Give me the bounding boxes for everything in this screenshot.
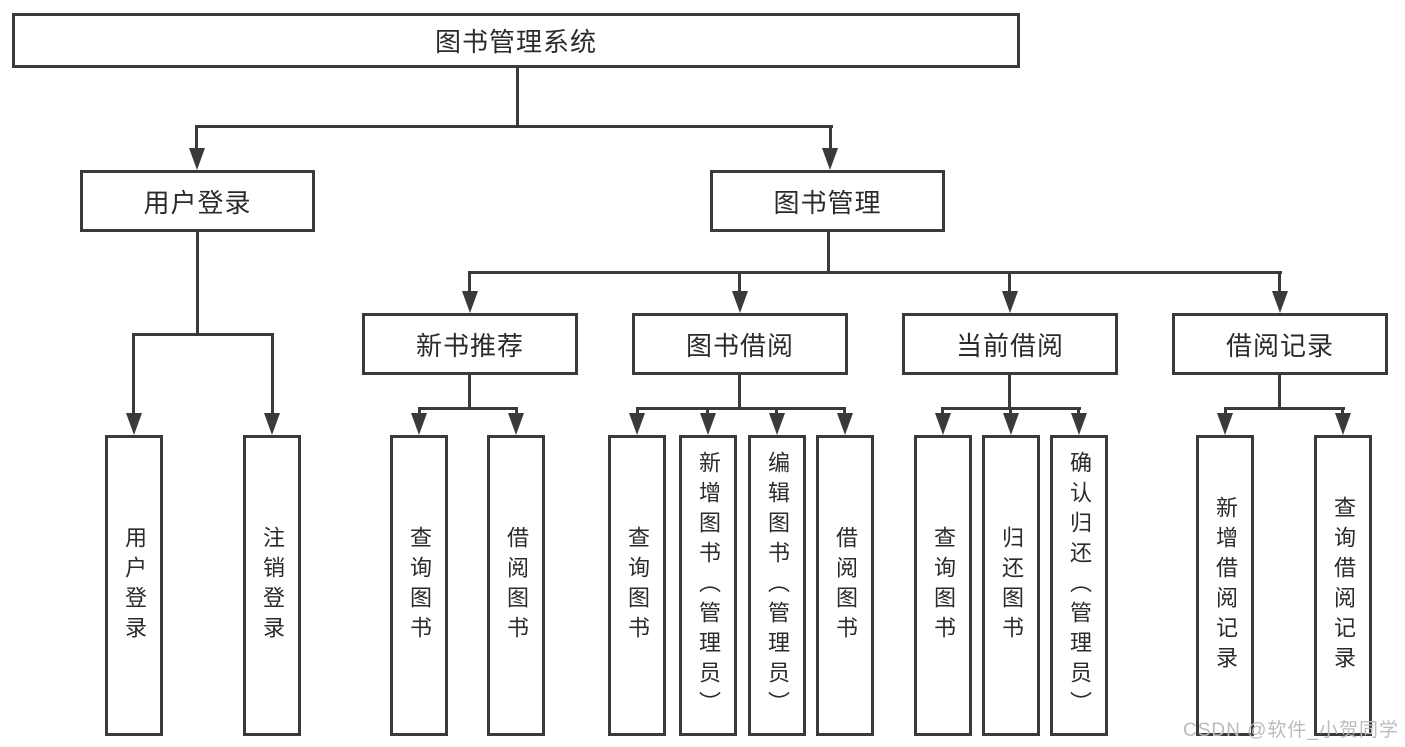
edge-root-bar [195, 125, 833, 128]
arrow-down-icon [732, 291, 748, 313]
leaf-user-login: 用户登录 [105, 435, 163, 736]
edge-drop [941, 407, 944, 417]
edge-book-management-bar [468, 271, 1282, 274]
edge-drop-book-borrow [738, 271, 741, 295]
leaf-borrow-books: 借阅图书 [816, 435, 874, 736]
arrow-down-icon [189, 148, 205, 170]
arrow-down-icon [1335, 413, 1351, 435]
edge-drop [1341, 407, 1344, 417]
arrow-down-icon [1071, 413, 1087, 435]
leaf-label: 查询图书 [625, 525, 650, 646]
leaf-add-borrow-record: 新增借阅记录 [1196, 435, 1254, 736]
leaf-query-borrow-record: 查询借阅记录 [1314, 435, 1372, 736]
arrow-down-icon [126, 413, 142, 435]
arrow-down-icon [264, 413, 280, 435]
arrow-down-icon [411, 413, 427, 435]
edge-book-management-stem [827, 232, 830, 274]
leaf-confirm-return-admin: 确认归还（管理员） [1050, 435, 1108, 736]
edge-current-borrow-stem [1008, 375, 1011, 410]
arrow-down-icon [462, 291, 478, 313]
edge-book-borrow-stem [738, 375, 741, 410]
leaf-label: 新增图书（管理员） [696, 450, 721, 721]
edge-drop [706, 407, 709, 417]
leaf-return-books: 归还图书 [982, 435, 1040, 736]
arrow-down-icon [700, 413, 716, 435]
arrow-down-icon [1003, 413, 1019, 435]
arrow-down-icon [837, 413, 853, 435]
edge-drop-leaf-logout [271, 333, 274, 415]
leaf-label: 编辑图书（管理员） [765, 450, 790, 721]
node-book-management: 图书管理 [710, 170, 945, 232]
leaf-add-books-admin: 新增图书（管理员） [679, 435, 737, 736]
edge-drop [515, 407, 518, 417]
leaf-label: 注销登录 [260, 525, 285, 646]
leaf-label: 确认归还（管理员） [1067, 450, 1092, 721]
edge-drop [636, 407, 639, 417]
arrow-down-icon [1272, 291, 1288, 313]
leaf-label: 查询图书 [407, 525, 432, 646]
edge-book-borrow-bar [636, 407, 846, 410]
edge-drop-new-book [468, 271, 471, 295]
leaf-logout: 注销登录 [243, 435, 301, 736]
leaf-label: 查询借阅记录 [1331, 495, 1356, 676]
arrow-down-icon [1002, 291, 1018, 313]
leaf-query-books-borrow: 查询图书 [608, 435, 666, 736]
edge-user-login-bar [132, 333, 274, 336]
edge-new-book-bar [418, 407, 518, 410]
edge-new-book-stem [468, 375, 471, 410]
edge-drop [843, 407, 846, 417]
arrow-down-icon [629, 413, 645, 435]
leaf-query-books-recommend: 查询图书 [390, 435, 448, 736]
node-book-borrow: 图书借阅 [632, 313, 848, 375]
leaf-label: 借阅图书 [504, 525, 529, 646]
node-root: 图书管理系统 [12, 13, 1020, 68]
edge-drop-user-login [195, 125, 198, 152]
edge-root-stem [516, 68, 519, 128]
edge-drop-current-borrow [1008, 271, 1011, 295]
edge-drop [775, 407, 778, 417]
leaf-borrow-books-recommend: 借阅图书 [487, 435, 545, 736]
leaf-query-books-current: 查询图书 [914, 435, 972, 736]
node-user-login: 用户登录 [80, 170, 315, 232]
arrow-down-icon [1217, 413, 1233, 435]
watermark: CSDN @软件_小贺同学 [1183, 720, 1399, 741]
arrow-down-icon [935, 413, 951, 435]
edge-drop-borrow-records [1278, 271, 1281, 295]
arrow-down-icon [508, 413, 524, 435]
leaf-label: 用户登录 [122, 525, 147, 646]
edge-borrow-records-stem [1278, 375, 1281, 410]
edge-drop-leaf-login [132, 333, 135, 415]
edge-user-login-stem [196, 232, 199, 335]
leaf-label: 新增借阅记录 [1213, 495, 1238, 676]
leaf-edit-books-admin: 编辑图书（管理员） [748, 435, 806, 736]
leaf-label: 借阅图书 [833, 525, 858, 646]
node-current-borrow: 当前借阅 [902, 313, 1118, 375]
leaf-label: 归还图书 [999, 525, 1024, 646]
node-new-book-recommend: 新书推荐 [362, 313, 578, 375]
edge-drop [1224, 407, 1227, 417]
arrow-down-icon [822, 148, 838, 170]
arrow-down-icon [769, 413, 785, 435]
edge-drop [1009, 407, 1012, 417]
leaf-label: 查询图书 [931, 525, 956, 646]
edge-drop [418, 407, 421, 417]
edge-drop-book-management [829, 125, 832, 152]
edge-borrow-records-bar [1224, 407, 1345, 410]
node-borrow-records: 借阅记录 [1172, 313, 1388, 375]
edge-drop [1077, 407, 1080, 417]
